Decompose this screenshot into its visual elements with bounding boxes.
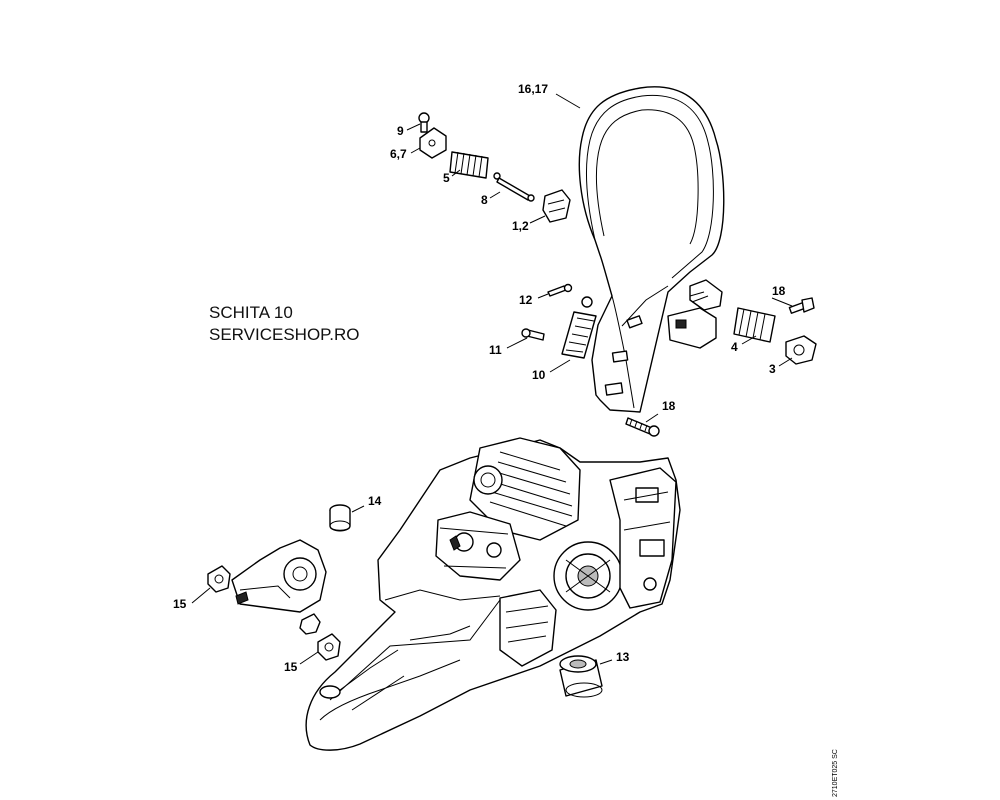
grommet-15c: [299, 613, 321, 635]
screw-18-bottom: [625, 417, 660, 437]
clutch-drum: [553, 541, 623, 611]
callout-9: 9: [397, 124, 404, 138]
diagram-title: SCHITA 10: [209, 303, 293, 322]
grommet-15b: [317, 633, 341, 661]
callout-18-top: 18: [772, 284, 786, 298]
right-frame-detail: [609, 467, 677, 609]
callout-14: 14: [368, 494, 382, 508]
callout-11: 11: [489, 343, 502, 357]
callout-15-left: 15: [173, 597, 187, 611]
carburetor-area: [435, 511, 521, 581]
front-handle-bar: [578, 86, 725, 413]
spring-10: [561, 296, 597, 359]
document-reference: 2710ET025 SC: [832, 749, 839, 797]
oil-pump-area: [499, 589, 557, 667]
callout-8: 8: [481, 193, 488, 207]
callout-1-2: 1,2: [512, 219, 529, 233]
buffer-3: [785, 335, 817, 365]
cylinder-fins: [469, 437, 581, 541]
callout-18-bottom: 18: [662, 399, 676, 413]
screw-11: [521, 328, 545, 341]
callout-12: 12: [519, 293, 533, 307]
grommet-15a: [207, 565, 231, 593]
leader-lines: [191, 93, 793, 665]
callout-15-bottom: 15: [284, 660, 298, 674]
plug-14: [329, 504, 351, 532]
screw-18-top: [788, 297, 815, 314]
callout-16-17: 16,17: [518, 82, 549, 96]
spring-5: [449, 151, 489, 179]
main-housing: [305, 439, 681, 751]
av-element: [667, 279, 723, 349]
screw-9: [418, 112, 430, 133]
callout-13: 13: [616, 650, 630, 664]
callout-3: 3: [769, 362, 776, 376]
callout-10: 10: [532, 368, 546, 382]
site-name: SERVICESHOP.RO: [209, 325, 360, 344]
bushing-13: [559, 655, 603, 698]
callout-4: 4: [731, 340, 738, 354]
screw-12: [547, 283, 573, 297]
buffer-1-2: [542, 189, 571, 223]
callout-5: 5: [443, 171, 450, 185]
pin-8: [493, 172, 535, 202]
nut-6-7: [419, 127, 447, 159]
filter-cover-15: [231, 539, 327, 613]
callout-6-7: 6,7: [390, 147, 407, 161]
spring-4: [733, 307, 776, 343]
